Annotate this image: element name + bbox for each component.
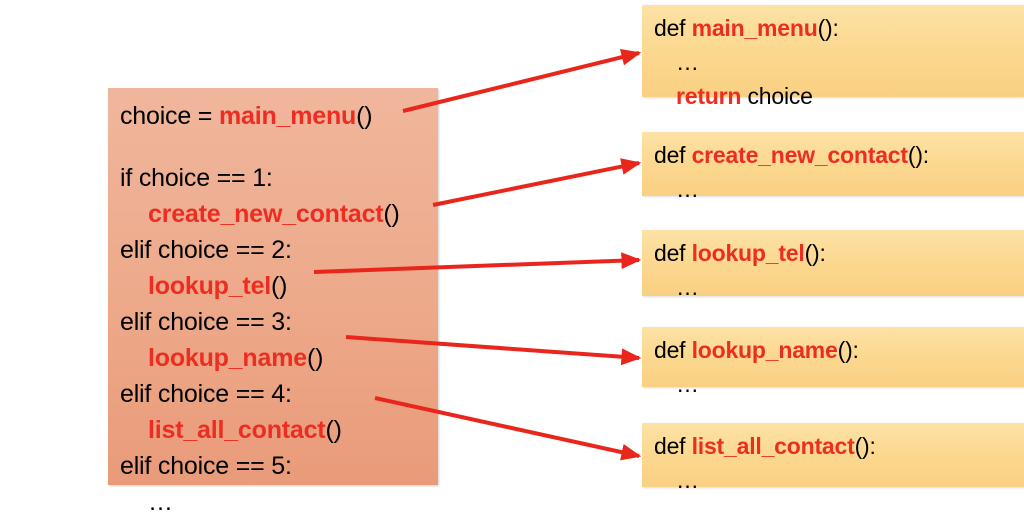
code-line: … [654, 270, 1024, 304]
function-name: lookup_tel [691, 240, 805, 266]
code-line: def list_all_contact(): [654, 429, 1024, 463]
code-text: (): [837, 337, 859, 363]
code-indent [120, 196, 148, 232]
function-name: main_menu [218, 102, 357, 130]
code-text: (): [817, 15, 839, 41]
code-text: … [148, 488, 173, 516]
code-text: choice [741, 83, 813, 109]
code-indent [654, 367, 676, 401]
code-indent [654, 45, 676, 79]
code-indent [120, 340, 148, 376]
code-text: … [676, 371, 699, 397]
keyword: return [676, 83, 742, 109]
code-text: if choice == 1: [120, 164, 273, 192]
code-text: def [654, 15, 692, 41]
code-line: … [654, 367, 1024, 401]
code-line [120, 134, 438, 160]
function-name: lookup_name [148, 344, 307, 372]
code-text: () [356, 102, 373, 130]
code-indent [654, 172, 676, 206]
code-line: elif choice == 5: [120, 448, 438, 484]
code-text: (): [854, 433, 876, 459]
function-name: lookup_name [691, 337, 838, 363]
main-code-block: choice = main_menu() if choice == 1: cre… [108, 88, 438, 516]
function-name: lookup_tel [148, 272, 272, 300]
code-line: def main_menu(): [654, 11, 1024, 45]
code-text: … [676, 274, 699, 300]
code-line: … [654, 463, 1024, 497]
code-line: choice = main_menu() [120, 98, 438, 134]
code-line: list_all_contact() [120, 412, 438, 448]
code-line: elif choice == 3: [120, 304, 438, 340]
code-text: elif choice == 5: [120, 452, 292, 480]
def-list-all-contact: def list_all_contact(): … [642, 423, 1024, 493]
code-text: (): [804, 240, 826, 266]
code-text: def [654, 433, 692, 459]
code-text: def [654, 240, 692, 266]
code-text: def [654, 337, 692, 363]
def-lookup-name: def lookup_name(): … [642, 327, 1024, 397]
arrow-main-menu [402, 49, 642, 113]
code-indent [120, 484, 148, 520]
code-indent [654, 79, 676, 113]
arrow-create-new-contact [432, 158, 642, 207]
code-line: elif choice == 4: [120, 376, 438, 412]
code-text: def [654, 142, 692, 168]
code-text: elif choice == 2: [120, 236, 292, 264]
code-line: def lookup_name(): [654, 333, 1024, 367]
code-text: () [325, 416, 342, 444]
code-line: lookup_tel() [120, 268, 438, 304]
diagram-canvas: choice = main_menu() if choice == 1: cre… [108, 5, 1024, 516]
code-text: () [271, 272, 288, 300]
code-line: def lookup_tel(): [654, 236, 1024, 270]
code-text: () [383, 200, 400, 228]
code-text: choice = [120, 102, 219, 130]
code-indent [654, 270, 676, 304]
code-text: (): [907, 142, 929, 168]
function-name: list_all_contact [691, 433, 855, 459]
code-line: return choice [654, 79, 1024, 113]
function-name: main_menu [691, 15, 818, 41]
code-line: … [654, 45, 1024, 79]
code-line: elif choice == 2: [120, 232, 438, 268]
code-line: create_new_contact() [120, 196, 438, 232]
code-line: … [120, 484, 438, 520]
code-indent [120, 412, 148, 448]
code-indent [120, 268, 148, 304]
code-line: def create_new_contact(): [654, 138, 1024, 172]
function-name: list_all_contact [148, 416, 326, 444]
code-line: lookup_name() [120, 340, 438, 376]
def-main-menu: def main_menu(): … return choice [642, 5, 1024, 109]
code-text: () [306, 344, 324, 372]
code-text: elif choice == 4: [120, 380, 292, 408]
code-indent [654, 463, 676, 497]
function-name: create_new_contact [691, 142, 908, 168]
code-text: … [676, 467, 699, 493]
code-text: … [676, 49, 699, 75]
code-text: elif choice == 3: [120, 308, 292, 336]
code-line: if choice == 1: [120, 160, 438, 196]
code-line: … [654, 172, 1024, 206]
code-text: … [676, 176, 699, 202]
def-create-new-contact: def create_new_contact(): … [642, 132, 1024, 202]
function-name: create_new_contact [148, 200, 384, 228]
def-lookup-tel: def lookup_tel(): … [642, 230, 1024, 300]
